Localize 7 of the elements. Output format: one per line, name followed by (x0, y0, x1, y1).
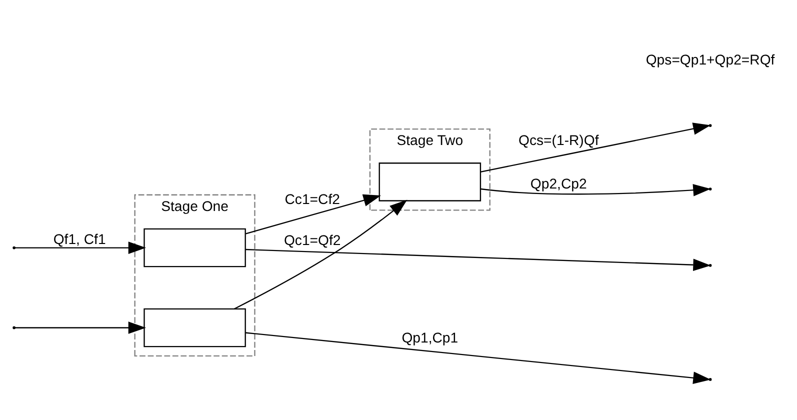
edge-label: Qp2,Cp2 (530, 176, 587, 192)
edge-label: Qcs=(1-R)Qf (518, 132, 599, 148)
edge-label: Qf1, Cf1 (53, 230, 106, 247)
label: Qps=Qp1+Qp2=RQf (646, 52, 775, 68)
edge-label: Qc1=Qf2 (284, 232, 341, 248)
edge-label: Qp1,Cp1 (402, 330, 458, 346)
edge-label: Cc1=Cf2 (284, 190, 340, 207)
